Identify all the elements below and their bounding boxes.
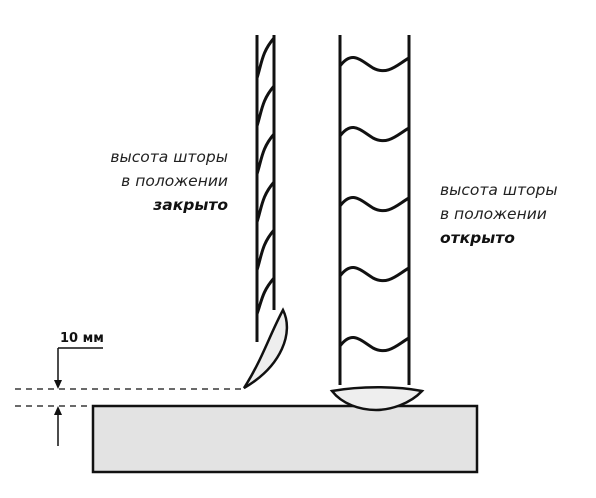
open-curtain-icon [329, 35, 425, 412]
arrow-up-icon [54, 406, 62, 415]
open-label-state: открыто [440, 229, 515, 247]
dimension-marker [15, 347, 244, 446]
closed-label-line1: высота шторы [110, 148, 228, 166]
open-height-label: высота шторы в положении открыто [440, 178, 558, 250]
open-label-line1: высота шторы [440, 181, 558, 199]
dimension-label: 10 мм [60, 331, 104, 346]
closed-label-line2: в положении [121, 172, 228, 190]
arrow-down-icon [54, 380, 62, 389]
closed-label-state: закрыто [153, 196, 228, 214]
window-sill [91, 404, 479, 474]
closed-height-label: высота шторы в положении закрыто [110, 145, 228, 217]
closed-curtain-icon [242, 35, 289, 390]
open-label-line2: в положении [440, 205, 547, 223]
